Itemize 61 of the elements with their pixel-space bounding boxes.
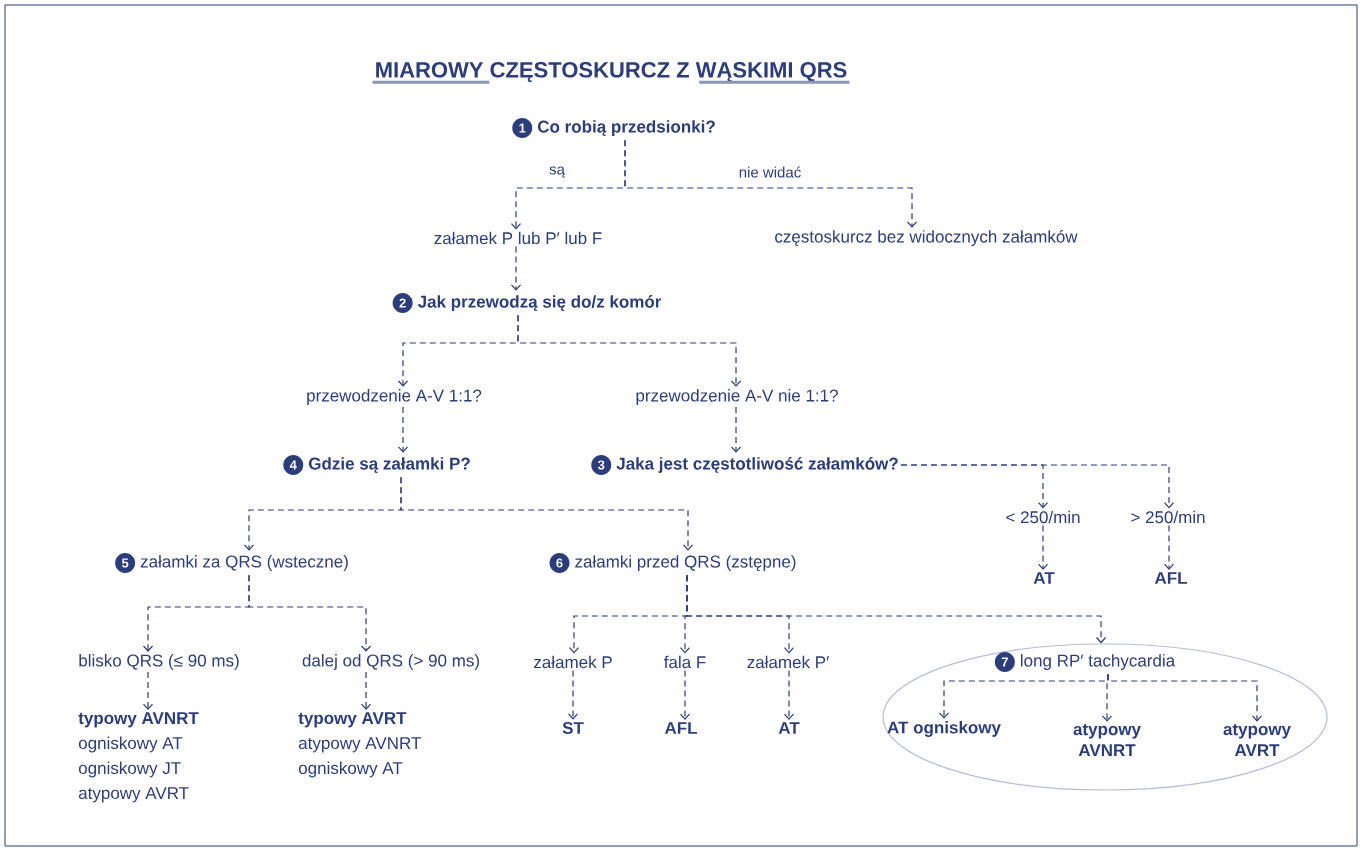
- branch-text: > 250/min: [1131, 510, 1205, 524]
- diagnosis-text: AT ogniskowy: [887, 721, 1001, 737]
- diagnosis-text: ogniskowy AT: [298, 761, 403, 778]
- branch-text: fala F: [664, 655, 706, 669]
- diagnosis-text: atypowy AVNRT: [1073, 723, 1141, 757]
- arrow: [679, 669, 691, 720]
- diagnosis-text: ogniskowy JT: [78, 761, 181, 778]
- branch-text: załamki przed QRS (zstępne): [575, 555, 796, 571]
- diagnosis-text: typowy AVNRT: [78, 712, 199, 728]
- edge-label: nie widać: [739, 166, 801, 178]
- diagnosis-text: atypowy AVNRT: [298, 737, 421, 753]
- number-badge: 1: [512, 118, 533, 138]
- arrow: [686, 574, 1107, 644]
- diagnosis-text: ST: [562, 722, 584, 734]
- branch-text: przewodzenie A-V nie 1:1?: [636, 389, 838, 405]
- number-badge: 6: [549, 553, 570, 573]
- arrow: [517, 314, 742, 387]
- arrow: [624, 139, 918, 228]
- number-badge: 5: [115, 553, 136, 573]
- diagnosis-text: AFL: [1154, 572, 1187, 584]
- arrow: [783, 669, 795, 720]
- branch-text: long RP′ tachycardia: [1021, 654, 1176, 670]
- diagnosis-text: AT: [778, 722, 800, 734]
- branch-text: częstoskurcz bez widocznych załamków: [775, 229, 1078, 247]
- arrow: [510, 245, 522, 291]
- arrow: [1163, 524, 1175, 570]
- branch-text: załamek P′: [747, 655, 829, 669]
- branch-text: < 250/min: [1006, 510, 1080, 524]
- question-text: Gdzie są załamki P?: [308, 457, 470, 473]
- branch-text: przewodzenie A-V 1:1?: [307, 389, 482, 405]
- number-badge: 3: [591, 455, 612, 475]
- diagnosis-text: atypowy AVRT: [1223, 723, 1291, 757]
- branch-text: załamek P lub P′ lub F: [434, 231, 602, 245]
- branch-text: dalej od QRS (> 90 ms): [302, 654, 479, 670]
- arrow: [397, 406, 409, 453]
- arrow: [248, 574, 372, 652]
- arrow: [400, 476, 694, 551]
- title-text: MIAROWY CZĘSTOSKURCZ Z WĄSKIMI QRS: [376, 62, 847, 82]
- diagnosis-text: atypowy AVRT: [78, 787, 189, 803]
- arrow: [900, 464, 1175, 509]
- arrow: [360, 671, 372, 710]
- number-badge: 2: [392, 293, 413, 313]
- arrow: [1107, 673, 1263, 722]
- number-badge: 4: [283, 455, 304, 475]
- arrow: [567, 669, 579, 720]
- ellipse-outline: [882, 643, 1328, 791]
- arrow: [730, 406, 742, 453]
- edge-label: są: [549, 166, 565, 178]
- diagnosis-text: typowy AVRT: [298, 712, 407, 728]
- question-text: Jak przewodzą się do/z komór: [417, 295, 662, 312]
- diagnosis-text: ogniskowy AT: [78, 736, 183, 753]
- question-text: Jaka jest częstotliwość załamków?: [616, 457, 898, 473]
- diagnosis-text: AFL: [664, 722, 697, 734]
- arrow: [142, 671, 154, 710]
- branch-text: załamek P: [534, 655, 612, 669]
- branch-text: blisko QRS (≤ 90 ms): [79, 654, 239, 670]
- question-text: Co robią przedsionki?: [537, 120, 715, 136]
- number-badge: 7: [994, 652, 1015, 672]
- diagnosis-text: AT: [1033, 572, 1055, 584]
- branch-text: załamki za QRS (wsteczne): [140, 555, 348, 571]
- arrow: [1037, 524, 1049, 570]
